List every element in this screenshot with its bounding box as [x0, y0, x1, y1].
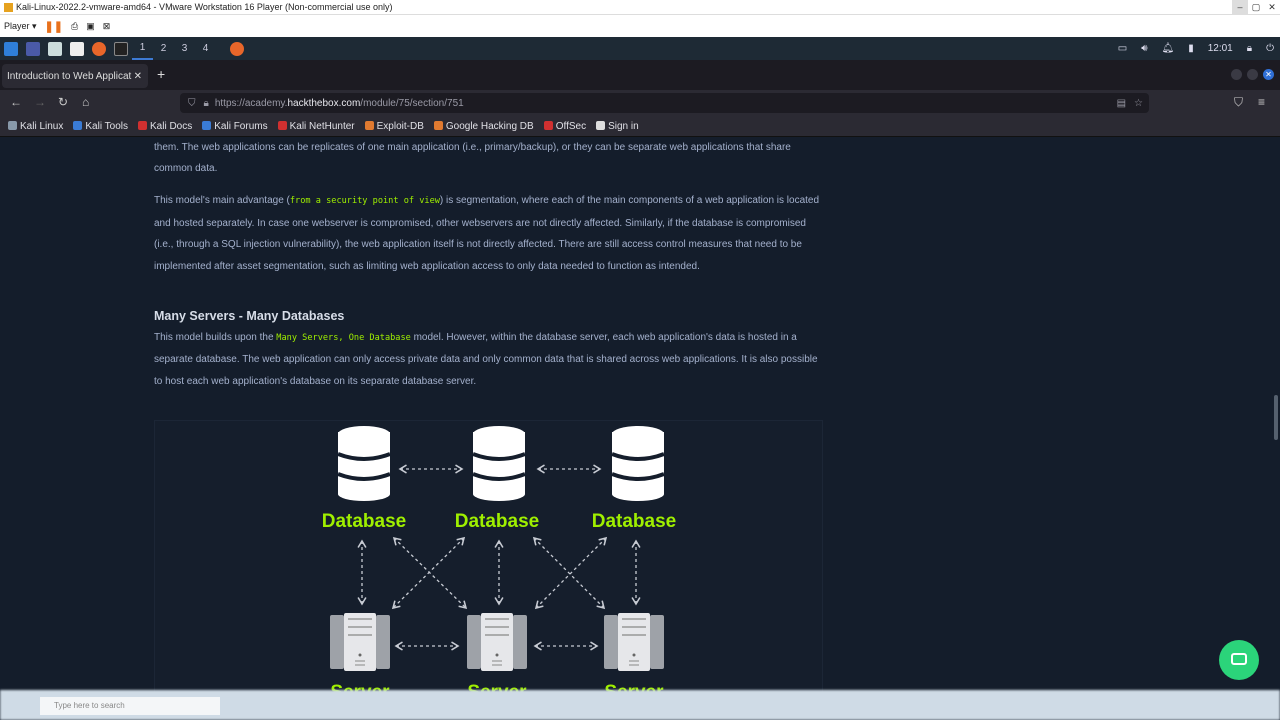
minimize-button[interactable]	[1231, 69, 1242, 80]
text-editor-icon[interactable]	[70, 41, 84, 56]
database-icon	[471, 424, 527, 503]
close-tab-icon[interactable]: ✕	[133, 70, 142, 82]
new-tab-button[interactable]: +	[157, 66, 166, 82]
lock-icon[interactable]: 🔒︎	[203, 97, 209, 109]
send-ctrl-alt-del-icon[interactable]: ⎙	[70, 20, 79, 31]
tab-strip	[0, 60, 1280, 90]
bookmark-icon	[433, 120, 443, 130]
host-search-box[interactable]: Type here to search	[40, 697, 220, 715]
connection-arrow	[392, 536, 468, 610]
player-menu[interactable]: Player ▾	[4, 20, 37, 31]
database-icon	[336, 424, 392, 503]
chat-icon	[1231, 653, 1247, 665]
lock-icon[interactable]: 🔒︎	[1246, 43, 1253, 54]
database-icon	[610, 424, 666, 503]
shield-icon[interactable]: ⛉	[188, 97, 196, 109]
architecture-diagram: Database Database Database Server Server…	[154, 420, 823, 703]
bookmark-icon	[73, 120, 83, 130]
workspace-4[interactable]: 4	[202, 43, 209, 54]
maximize-button[interactable]: ▢	[1251, 2, 1261, 12]
paragraph: This model's main advantage (from a secu…	[154, 195, 820, 272]
bookmark-icon	[596, 120, 606, 130]
workspace-3[interactable]: 3	[181, 43, 188, 54]
menu-icon[interactable]: ≡	[1258, 95, 1266, 109]
connection-arrow	[534, 536, 608, 610]
server-icon	[466, 612, 528, 672]
vmware-title-bar: Kali-Linux-2022.2-vmware-amd64 - VMware …	[0, 0, 1280, 15]
browser-window-controls: ✕	[1231, 69, 1274, 80]
bookmark-icon	[364, 120, 374, 130]
forward-button[interactable]: →	[34, 95, 46, 109]
url-bar[interactable]: ⛉🔒︎ https://academy.hackthebox.com/modul…	[180, 93, 1149, 113]
minimize-button[interactable]: –	[1232, 0, 1248, 15]
section-heading: Many Servers - Many Databases	[154, 309, 345, 324]
article-content: them. The web applications can be replic…	[154, 137, 824, 403]
unity-icon[interactable]: ⊠	[102, 20, 111, 31]
db-label: Database	[322, 511, 407, 532]
bookmark-icon	[543, 120, 553, 130]
scrollbar-thumb[interactable]	[1274, 395, 1278, 440]
bookmark-icon	[8, 120, 17, 130]
connection-arrow	[532, 536, 606, 610]
vmware-logo-icon	[4, 2, 13, 12]
bookmarks-bar: Kali Linux Kali Tools Kali Docs Kali Forums…	[0, 116, 1280, 137]
db-label: Database	[592, 511, 677, 532]
maximize-button[interactable]	[1247, 69, 1258, 80]
paragraph: them. The web applications can be replic…	[154, 142, 791, 175]
server-icon	[329, 612, 391, 672]
paragraph: This model builds upon the Many Servers,…	[154, 332, 818, 387]
browser-tab[interactable]: Introduction to Web Applicat✕	[2, 64, 148, 88]
power-icon[interactable]: ⏻	[1266, 43, 1274, 54]
clock: 12:01	[1207, 43, 1233, 54]
pocket-icon[interactable]: ⛉	[1234, 95, 1244, 109]
terminal-icon[interactable]	[114, 41, 128, 56]
close-button[interactable]: ✕	[1263, 69, 1274, 80]
system-tray: ▭ 🔊︎ 🔔︎ ▮ 12:01 🔒︎ ⏻	[1118, 37, 1274, 60]
battery-icon[interactable]: ▮	[1188, 43, 1194, 54]
chat-button[interactable]	[1219, 640, 1259, 680]
bookmark-icon	[202, 120, 212, 130]
home-button[interactable]: ⌂	[82, 95, 90, 109]
window-controls: –▢ ✕	[1232, 0, 1280, 15]
server-icon	[603, 612, 665, 672]
workspace-2[interactable]: 2	[160, 43, 167, 54]
bookmark-item[interactable]: Kali Forums	[202, 120, 268, 132]
notification-bell-icon[interactable]: 🔔︎	[1161, 43, 1175, 54]
close-button[interactable]: ✕	[1268, 2, 1276, 12]
reload-button[interactable]: ↻	[58, 95, 69, 109]
bookmark-item[interactable]: Sign in	[596, 120, 639, 132]
bookmark-item[interactable]: Kali Linux	[8, 120, 63, 132]
bookmark-item[interactable]: Kali NetHunter	[277, 120, 355, 132]
volume-icon[interactable]: 🔊︎	[1141, 43, 1148, 54]
window-title: Kali-Linux-2022.2-vmware-amd64 - VMware …	[16, 2, 393, 12]
bookmark-item[interactable]: Kali Tools	[73, 120, 128, 132]
bookmark-item[interactable]: OffSec	[543, 120, 586, 132]
show-desktop-icon[interactable]	[26, 41, 40, 56]
bookmark-item[interactable]: Kali Docs	[137, 120, 192, 132]
reader-mode-icon[interactable]: ▤	[1116, 97, 1127, 109]
connection-arrow	[391, 536, 466, 610]
firefox-icon[interactable]	[92, 41, 106, 56]
bookmark-icon	[137, 120, 147, 130]
kali-menu-icon[interactable]	[4, 41, 18, 56]
bookmark-star-icon[interactable]: ☆	[1134, 97, 1143, 109]
fit-window-icon[interactable]: ▣	[86, 20, 95, 31]
bookmark-icon	[277, 120, 287, 130]
db-label: Database	[455, 511, 540, 532]
back-button[interactable]: ←	[10, 95, 22, 109]
vmware-toolbar: Player ▾ ❚❚ ⎙ ▣ ⊠	[0, 15, 1280, 37]
firefox-window-icon[interactable]	[230, 41, 244, 56]
pause-icon[interactable]: ❚❚	[44, 20, 63, 33]
bookmark-item[interactable]: Google Hacking DB	[433, 120, 534, 132]
workspace-1[interactable]: 1	[132, 37, 153, 60]
diagram-svg: Database Database Database Server Server…	[322, 424, 677, 703]
display-icon[interactable]: ▭	[1117, 43, 1128, 54]
kali-top-panel: 1 2 3 4	[0, 37, 1280, 60]
bookmark-item[interactable]: Exploit-DB	[364, 120, 424, 132]
file-manager-icon[interactable]	[48, 41, 62, 56]
